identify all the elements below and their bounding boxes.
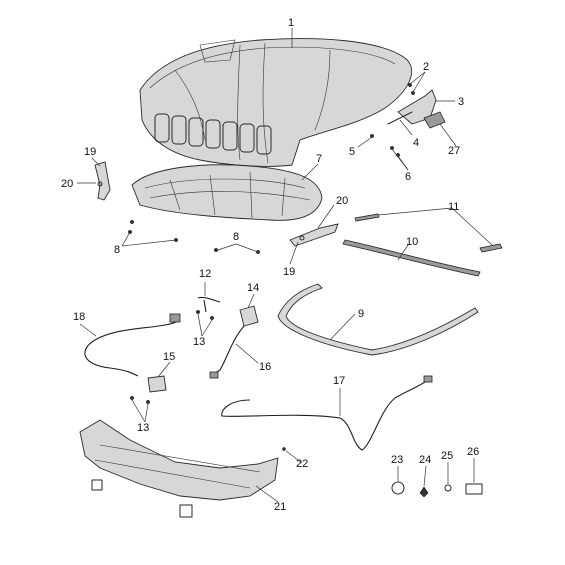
insulator-part [131,164,323,221]
weatherstrip-part [277,283,479,356]
callout-9: 9 [358,308,364,320]
callout-20b: 20 [336,195,348,207]
callout-27: 27 [448,145,460,157]
callout-13a: 13 [193,336,205,348]
cable-16-part [209,325,245,379]
callout-14: 14 [247,282,259,294]
callout-8a: 8 [114,244,120,256]
seal-10-part [342,239,481,277]
callout-21: 21 [274,501,286,513]
callout-13b: 13 [137,422,149,434]
callout-20a: 20 [61,178,73,190]
callout-2: 2 [423,61,429,73]
right-hinge-part [289,223,339,247]
latch-14-part [239,305,259,327]
callout-12: 12 [199,268,211,280]
cable-18-part [84,313,181,377]
fasteners-8 [128,220,260,254]
callout-23: 23 [391,454,403,466]
callout-16: 16 [259,361,271,373]
cable-12-part [196,296,221,320]
callout-1: 1 [288,17,294,29]
callout-3: 3 [458,96,464,108]
callout-7: 7 [316,153,322,165]
latch-15-part [130,375,167,404]
seal-11-part [354,213,503,253]
callout-8b: 8 [233,231,239,243]
callout-15: 15 [163,351,175,363]
left-hinge-part [94,161,111,201]
callout-18: 18 [73,311,85,323]
callout-19b: 19 [283,266,295,278]
callout-6: 6 [405,171,411,183]
support-21-part [79,419,279,518]
callout-4: 4 [413,137,419,149]
release-cable-17-part [221,375,433,451]
leader-lines [77,28,493,503]
bracket-group [370,83,446,157]
callout-17: 17 [333,375,345,387]
callout-26: 26 [467,446,479,458]
small-parts [282,447,483,498]
callout-5: 5 [349,146,355,158]
callout-25: 25 [441,450,453,462]
callout-11: 11 [448,201,459,213]
hood-part [139,38,413,167]
callout-labels: 1 2 3 4 5 6 7 8 8 9 10 11 12 13 13 14 15… [61,17,479,513]
callout-22: 22 [296,458,308,470]
callout-10: 10 [406,236,418,248]
callout-19a: 19 [84,146,96,158]
callout-24: 24 [419,454,431,466]
